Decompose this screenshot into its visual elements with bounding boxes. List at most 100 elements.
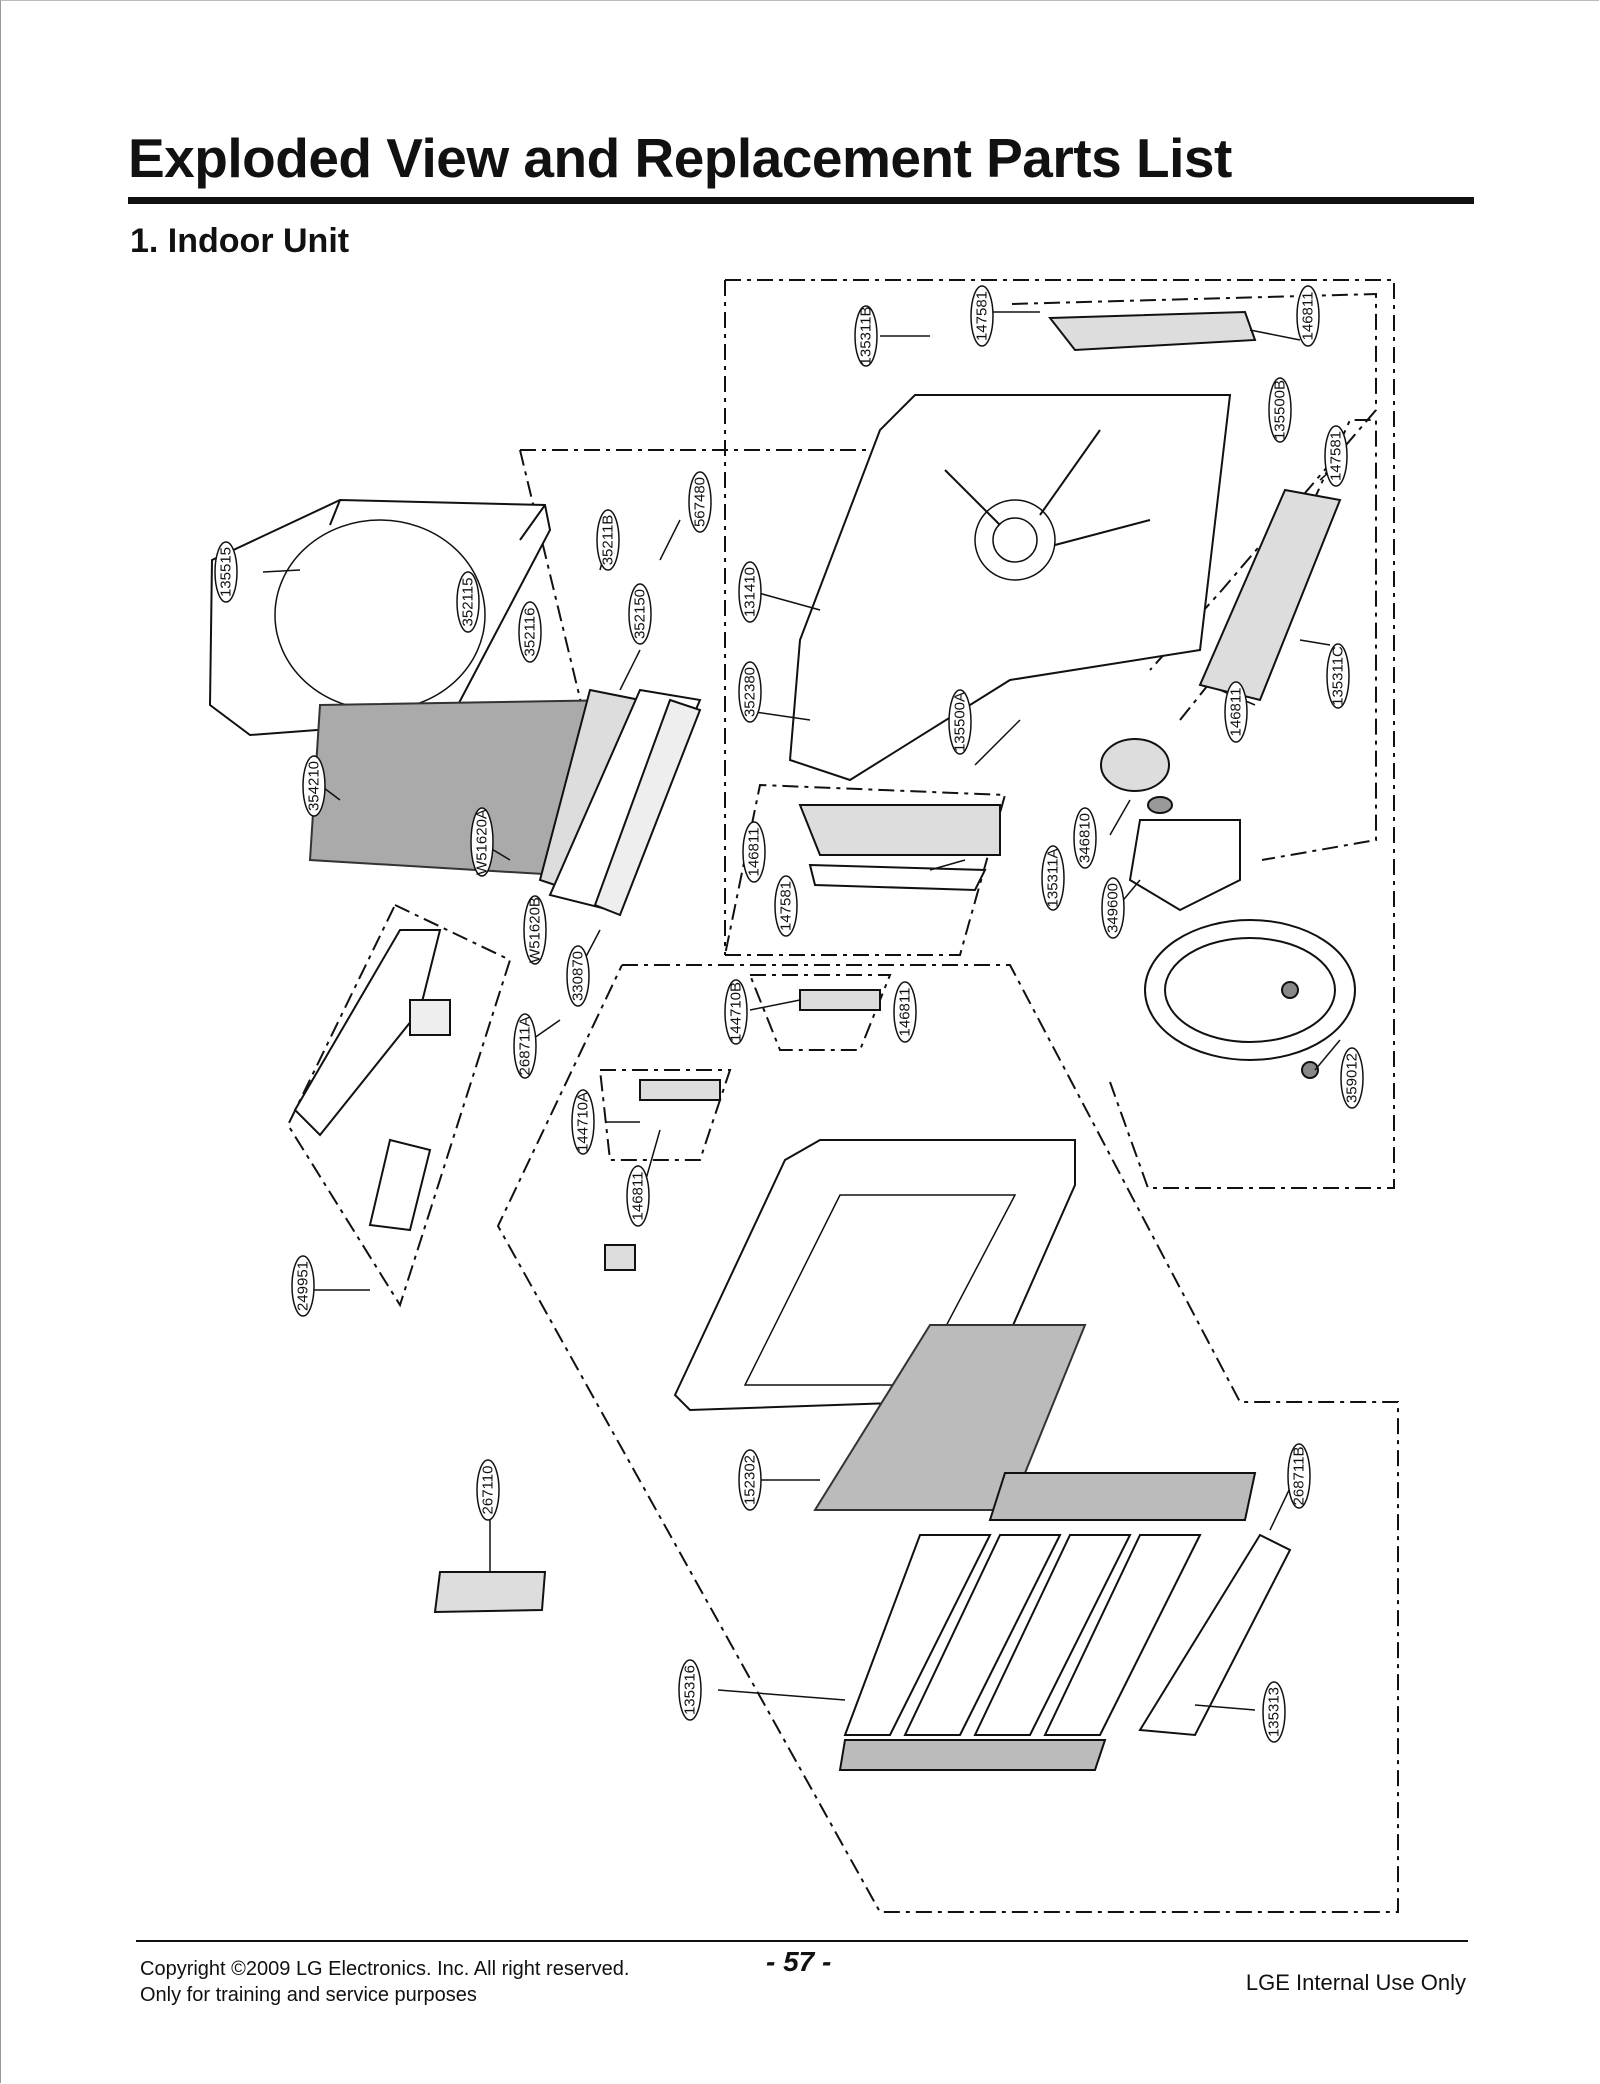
svg-text:144710A: 144710A [575,1092,592,1152]
svg-text:135500B: 135500B [1272,380,1289,440]
svg-text:135313: 135313 [1266,1687,1283,1737]
svg-text:135311B: 135311B [858,307,875,366]
callout-354210: 354210 [302,755,326,817]
callout-268711A: 268711A [513,1013,537,1079]
callout-146811-b: 146811 [893,981,917,1043]
callout-135313: 135313 [1262,1681,1286,1743]
callout-352115: 352115 [456,571,480,633]
callout-268711B: 268711B [1287,1443,1311,1509]
callout-352150: 352150 [628,583,652,645]
callout-135311C: 135311C [1326,643,1350,709]
svg-text:135500A: 135500A [952,692,969,752]
callout-131410: 131410 [738,561,762,623]
motor-mount [1128,819,1241,912]
drain-pan [548,688,702,917]
right-louver [1198,488,1342,702]
part-callouts: 135311B 147581 146811 135500B 147581 135… [214,285,1364,1743]
svg-text:135311A: 135311A [1045,849,1062,908]
callout-147581-right: 147581 [1324,425,1348,487]
control-box [293,929,451,1232]
callout-135311B: 135311B [854,305,878,367]
svg-text:268711A: 268711A [517,1017,534,1076]
remote-control [433,1571,547,1614]
svg-text:249951: 249951 [295,1261,312,1311]
front-panels [838,1533,1292,1771]
svg-text:144710B: 144710B [728,982,745,1042]
top-louver [1047,310,1257,352]
svg-text:146811: 146811 [746,828,763,877]
callout-135500A: 135500A [948,689,972,755]
svg-text:267110: 267110 [480,1466,497,1515]
title-rule [128,197,1474,204]
page-number: - 57 - [766,1946,832,1977]
page-title: Exploded View and Replacement Parts List [128,127,1232,189]
louver-linkage-b [799,989,881,1011]
callout-567480: 567480 [688,471,712,533]
svg-text:135311C: 135311C [1330,646,1347,706]
copyright: Copyright ©2009 LG Electronics. Inc. All… [140,1956,629,2008]
svg-text:330870: 330870 [570,951,587,1001]
svg-text:359012: 359012 [1344,1053,1361,1103]
callout-267110: 267110 [476,1459,500,1521]
svg-text:147581: 147581 [1328,431,1345,481]
callout-135311A: 135311A [1041,845,1065,911]
main-cabinet [788,394,1232,782]
callout-147581-top: 147581 [970,285,994,347]
filter-seal [988,1472,1257,1521]
callout-359012: 359012 [1340,1047,1364,1109]
footer-rule [136,1940,1468,1942]
outline-lower [496,964,1399,1913]
cabinet-top-frame [208,498,552,737]
svg-text:352115: 352115 [460,578,477,627]
internal-use-note: LGE Internal Use Only [1245,1970,1466,1995]
callout-144710B: 144710B [724,979,748,1045]
outline-top-grille [1011,292,1377,671]
svg-text:352150: 352150 [632,589,649,639]
svg-text:131410: 131410 [742,567,759,617]
callout-352380: 352380 [738,661,762,723]
svg-text:352116: 352116 [522,608,539,657]
outline-louver-a [599,1069,732,1161]
callout-135316: 135316 [678,1659,702,1721]
callout-146811-mid: 146811 [742,821,766,883]
callout-135515: 135515 [214,541,238,603]
copyright-line-2: Only for training and service purposes [140,1984,477,2006]
svg-text:352380: 352380 [742,667,759,717]
copyright-line-1: Copyright ©2009 LG Electronics. Inc. All… [140,1958,630,1980]
svg-text:W51620A: W51620A [474,809,491,875]
callout-35211B: 35211B [596,509,620,571]
svg-text:146811: 146811 [897,988,914,1037]
svg-text:146811: 146811 [1228,688,1245,737]
louver-linkage-a [604,1079,721,1271]
svg-text:146811: 146811 [1300,292,1317,341]
svg-text:W51620B: W51620B [527,897,544,963]
callout-135500B: 135500B [1268,377,1292,443]
svg-text:135316: 135316 [682,1665,699,1715]
outline-control-box [286,904,512,1308]
svg-text:354210: 354210 [306,761,323,811]
callout-249951: 249951 [291,1255,315,1317]
guide-line-2 [519,449,591,741]
callout-146811-c: 146811 [626,1165,650,1227]
outline-louver-b [749,974,892,1051]
heat-exchanger [308,688,642,892]
svg-text:146811: 146811 [630,1172,647,1221]
mid-louver [798,804,1001,892]
callout-349600: 349600 [1101,877,1125,939]
outline-upper-right [725,279,1395,1189]
callout-152302: 152302 [738,1449,762,1511]
svg-text:346810: 346810 [1077,813,1094,863]
svg-text:268711B: 268711B [1291,1447,1308,1506]
callout-146811-right: 146811 [1224,681,1248,743]
svg-text:147581: 147581 [778,881,795,931]
svg-text:35211B: 35211B [600,515,617,566]
svg-text:152302: 152302 [742,1455,759,1505]
fan-motor [1100,738,1173,814]
section-title: 1. Indoor Unit [130,222,350,260]
callout-346810: 346810 [1073,807,1097,869]
callout-147581-mid: 147581 [774,875,798,937]
turbo-fan [1144,919,1356,1079]
callout-W51620A: W51620A [470,807,494,877]
